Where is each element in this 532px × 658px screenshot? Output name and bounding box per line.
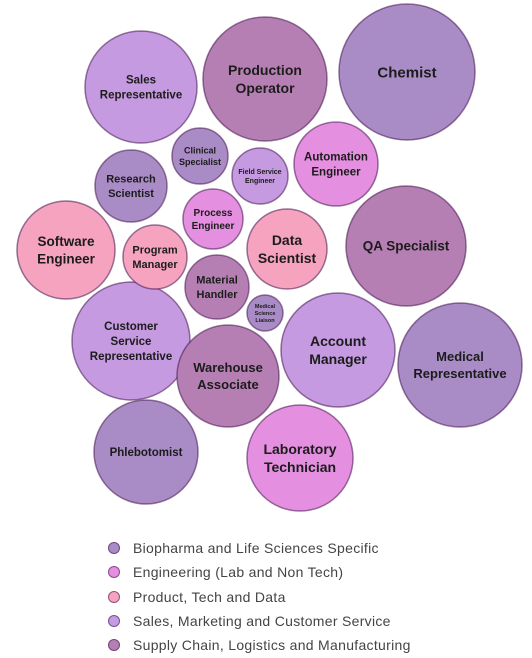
legend-item-sales: Sales, Marketing and Customer Service (108, 609, 411, 633)
bubble-circle (171, 127, 229, 185)
legend-item-supply: Supply Chain, Logistics and Manufacturin… (108, 633, 411, 657)
bubble-circle (345, 185, 467, 307)
bubble-qa-specialist: QA Specialist (345, 185, 467, 307)
legend-label: Sales, Marketing and Customer Service (133, 613, 391, 630)
bubble-label: Phlebotomist (110, 447, 183, 459)
bubble-circle (84, 30, 198, 144)
bubble-circle (93, 399, 199, 505)
legend-label: Product, Tech and Data (133, 588, 286, 605)
bubble-label: QA Specialist (363, 239, 450, 254)
bubble-circle (338, 3, 476, 141)
bubble-circle (280, 292, 396, 408)
bubble-phlebotomist: Phlebotomist (93, 399, 199, 505)
legend-swatch-supply (108, 639, 120, 652)
legend: Biopharma and Life Sciences Specific Eng… (108, 536, 411, 657)
bubble-label: Chemist (377, 64, 436, 81)
legend-item-engineering: Engineering (Lab and Non Tech) (108, 560, 411, 584)
bubble-circle (16, 200, 116, 300)
bubble-circle (293, 121, 379, 207)
bubble-circle (182, 188, 244, 250)
bubble-circle (94, 149, 168, 223)
legend-label: Biopharma and Life Sciences Specific (133, 540, 379, 557)
legend-label: Supply Chain, Logistics and Manufacturin… (133, 637, 411, 654)
legend-swatch-engineering (108, 566, 120, 579)
bubble-circle (176, 324, 280, 428)
bubble-circle (184, 254, 250, 320)
legend-swatch-sales (108, 615, 120, 628)
bubble-chemist: Chemist (338, 3, 476, 141)
bubble-circle (122, 224, 188, 290)
bubble-circle (202, 16, 328, 142)
bubble-circle (246, 208, 328, 290)
bubble-circle (246, 404, 354, 512)
bubble-circle (231, 147, 289, 205)
legend-swatch-product (108, 590, 120, 603)
legend-item-biopharma: Biopharma and Life Sciences Specific (108, 536, 411, 560)
bubble-circle (246, 294, 284, 332)
legend-label: Engineering (Lab and Non Tech) (133, 564, 344, 581)
legend-item-product: Product, Tech and Data (108, 585, 411, 609)
bubble-circle (397, 302, 523, 428)
legend-swatch-biopharma (108, 542, 120, 555)
